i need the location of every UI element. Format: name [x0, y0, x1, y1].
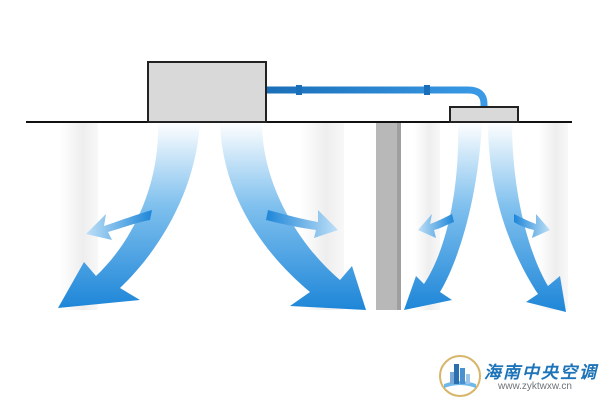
indoor-unit-small	[449, 106, 519, 123]
airflow-branch-small-right	[514, 214, 550, 238]
pipe-joint-left	[296, 85, 302, 95]
building-logo-icon	[439, 355, 481, 397]
support-column-edge	[397, 122, 401, 310]
airflow-arrow-small-left	[404, 122, 482, 310]
airflow-arrow-small-right	[488, 122, 566, 312]
airflow-branch-small-left	[418, 214, 454, 238]
airflow-branch-large-right	[266, 210, 338, 238]
airflow-arrow-large-right	[220, 122, 366, 310]
refrigerant-pipe	[266, 85, 488, 108]
indoor-unit-large	[147, 61, 267, 123]
airflow-arrows	[58, 122, 566, 312]
airflow-arrow-large-left	[58, 122, 200, 308]
watermark-brand-name: 海南中央空调	[484, 363, 598, 383]
watermark: 海南中央空调 www.zyktwxw.cn	[438, 354, 598, 398]
pipe-joint-right	[424, 85, 430, 95]
watermark-url: www.zyktwxw.cn	[498, 381, 572, 392]
airflow-branch-large-left	[86, 210, 152, 240]
support-column	[376, 122, 400, 310]
